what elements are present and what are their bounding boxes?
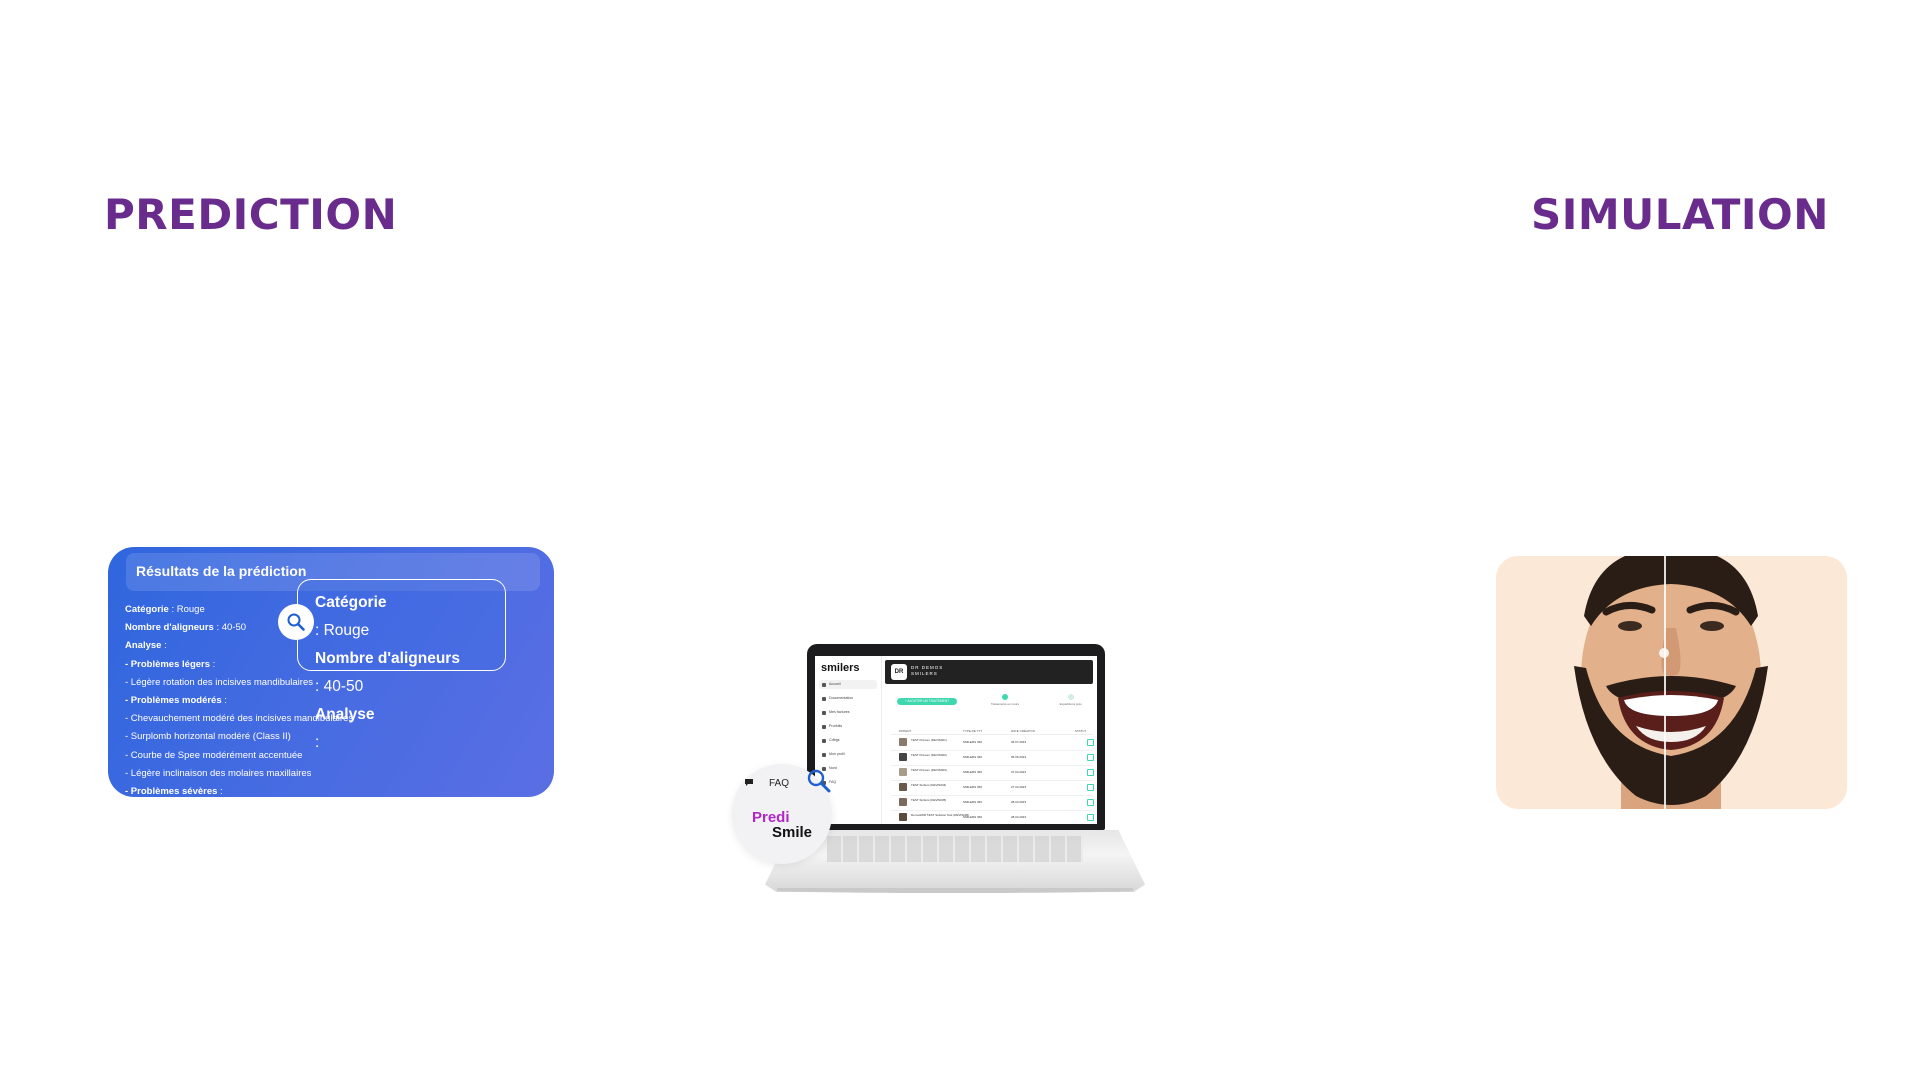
- zoom-callout: Catégorie : Rouge Nombre d'aligneurs : 4…: [278, 579, 508, 751]
- zoom-analysis: Analyse :: [315, 706, 375, 751]
- sidebar-item-documentation[interactable]: Documentation: [819, 694, 877, 703]
- zoom-category: Catégorie : Rouge: [315, 594, 387, 639]
- app-main: + AJOUTER UN TRAITEMENT Traitements en c…: [885, 688, 1094, 821]
- simulation-card: [1496, 556, 1847, 809]
- result-line: - Chevauchement modéré des incisives man…: [125, 713, 354, 725]
- sidebar-item-factures[interactable]: Mes factures: [819, 708, 877, 717]
- sidebar-item-nord[interactable]: Nord: [819, 764, 877, 773]
- zoom-panel: Catégorie : Rouge Nombre d'aligneurs : 4…: [297, 579, 506, 751]
- predismile-badge: FAQ Predi Smile: [732, 764, 832, 864]
- faq-label[interactable]: FAQ: [769, 778, 790, 789]
- result-line: - Légère inclinaison des molaires maxill…: [125, 767, 312, 779]
- stat-in-progress: Traitements en cours: [985, 694, 1025, 706]
- comparison-slider-line[interactable]: [1664, 556, 1666, 809]
- table-row[interactable]: DemosMIR TEST Solution Test (DEVIS006)SM…: [891, 810, 1094, 824]
- result-line: Catégorie : Rouge: [125, 604, 205, 615]
- prediction-heading: PREDICTION: [104, 190, 398, 239]
- laptop-base-edge: [777, 888, 1133, 893]
- sidebar-item-produits[interactable]: Produits: [819, 722, 877, 731]
- result-line: Nombre d'aligneurs : 40-50: [125, 622, 247, 634]
- topbar-user: DR DEMOS SMILERS: [911, 665, 944, 676]
- laptop-keyboard: [827, 836, 1083, 862]
- predismile-logo: Predi Smile: [752, 809, 813, 841]
- sidebar-item-accueil[interactable]: Accueil: [819, 680, 877, 689]
- comparison-slider-handle[interactable]: [1659, 648, 1669, 658]
- result-line: - Courbe de Spee modérément accentuée: [125, 749, 303, 761]
- zoom-aligners: Nombre d'aligneurs : 40-50: [315, 650, 460, 695]
- simulation-heading: SIMULATION: [1531, 190, 1829, 239]
- table-header: PATIENT TYPE DE TTT DATE CRÉATION STATUT: [891, 728, 1093, 735]
- sidebar-item-cdtrgs[interactable]: Cdtrgs: [819, 736, 877, 745]
- app-topbar: DR DR DEMOS SMILERS: [885, 660, 1093, 684]
- add-treatment-button[interactable]: + AJOUTER UN TRAITEMENT: [897, 698, 957, 705]
- result-line: - Surplomb horizontal modéré (Class II): [125, 731, 291, 743]
- laptop-screen: smilers Accueil Documentation Mes factur…: [815, 656, 1097, 824]
- result-line: - Problèmes légers :: [125, 658, 216, 670]
- prediction-results-list: Catégorie : Rouge Nombre d'aligneurs : 4…: [125, 601, 385, 797]
- prediction-results-card: Résultats de la prédiction Catégorie : R…: [108, 547, 554, 797]
- stat-shipments: Expéditions prév.: [1051, 694, 1091, 706]
- magnifier-icon: [807, 769, 831, 793]
- result-line: - Légère rotation des incisives mandibul…: [125, 676, 313, 688]
- avatar[interactable]: DR: [891, 664, 907, 680]
- result-line: - Problèmes modérés :: [125, 695, 227, 707]
- laptop-lid: smilers Accueil Documentation Mes factur…: [807, 644, 1105, 830]
- prediction-card-title: Résultats de la prédiction: [136, 563, 307, 579]
- laptop-mockup: smilers Accueil Documentation Mes factur…: [765, 644, 1145, 904]
- chat-icon: [745, 779, 753, 786]
- magnifier-icon: [278, 604, 314, 640]
- prediction-card-header: [126, 553, 540, 591]
- app-logo: smilers: [821, 662, 860, 674]
- sidebar-item-profil[interactable]: Mon profil: [819, 750, 877, 759]
- result-line: Analyse :: [125, 640, 167, 652]
- smile-before-after-photo: [1574, 556, 1768, 809]
- result-line: - Problèmes sévères :: [125, 786, 223, 797]
- sidebar-item-faq[interactable]: FAQ: [819, 778, 877, 787]
